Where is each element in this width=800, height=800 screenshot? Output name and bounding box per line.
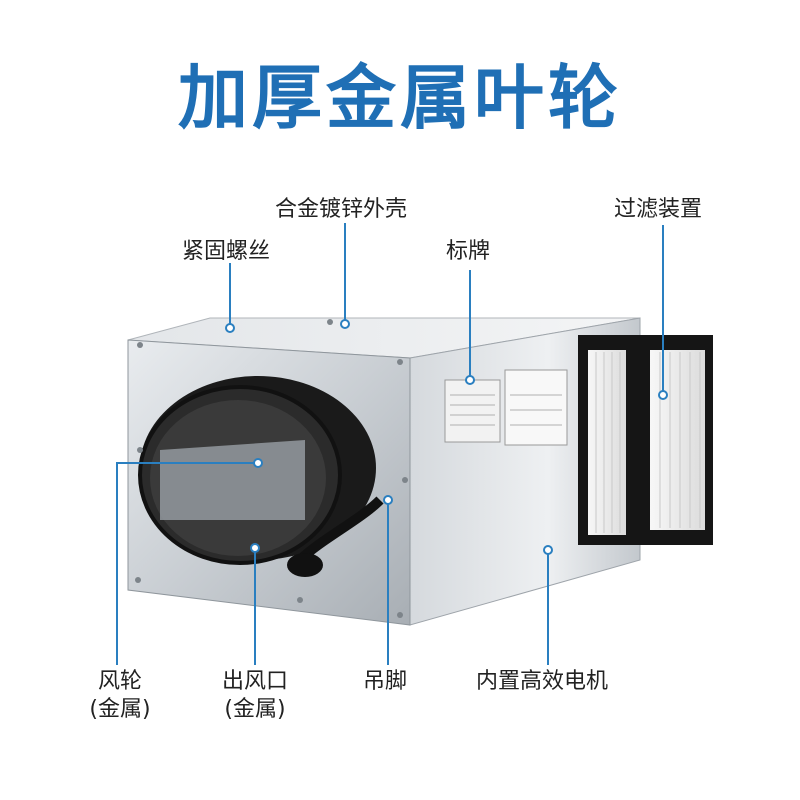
label-filter: 过滤装置 xyxy=(614,197,703,222)
label-hanger: 吊脚 xyxy=(363,669,408,694)
nameplate-left xyxy=(444,379,501,443)
label-impeller-line2: (金属) xyxy=(89,697,151,722)
label-shell: 合金镀锌外壳 xyxy=(275,197,408,222)
damper-plate xyxy=(160,440,305,520)
label-nameplate: 标牌 xyxy=(446,239,491,264)
label-outlet: 出风口 (金属) xyxy=(210,668,300,724)
label-motor: 内置高效电机 xyxy=(476,669,609,694)
label-impeller-line1: 风轮 xyxy=(97,669,142,694)
leader-impeller xyxy=(116,462,258,665)
label-outlet-line1: 出风口 xyxy=(221,669,288,694)
label-outlet-line2: (金属) xyxy=(224,697,286,722)
label-impeller: 风轮 (金属) xyxy=(82,668,158,724)
nameplate-right xyxy=(504,369,568,446)
label-screws: 紧固螺丝 xyxy=(182,239,271,264)
filter-media-right xyxy=(650,350,705,530)
page-title: 加厚金属叶轮 xyxy=(178,57,622,139)
